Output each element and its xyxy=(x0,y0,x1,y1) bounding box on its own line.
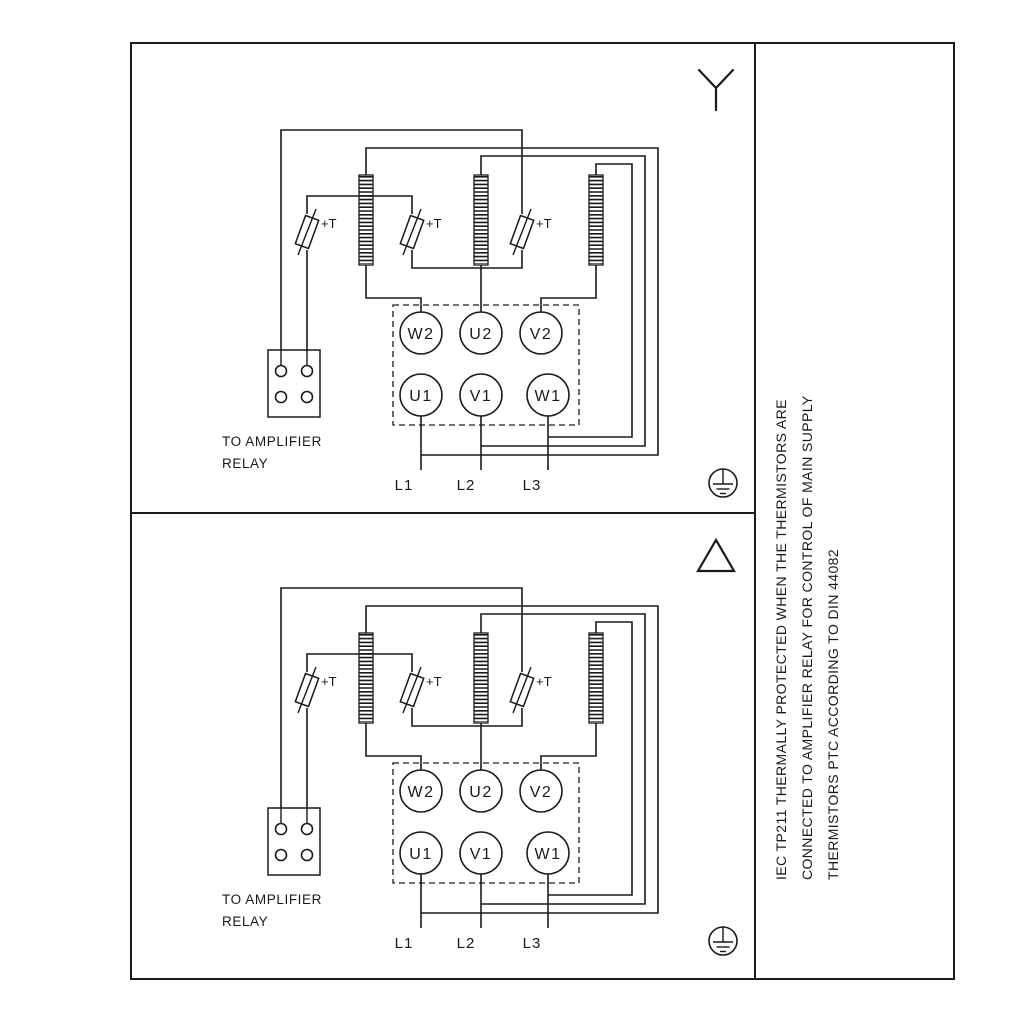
sidebar-note-line-2: CONNECTED TO AMPLIFIER RELAY FOR CONTROL… xyxy=(799,395,815,880)
delta-connection-icon xyxy=(696,537,736,573)
supply-label-l3: L3 xyxy=(523,935,542,952)
delta-panel-labels: W2 U2 V2 U1 V1 W1 +T +T +T L1 L2 L3 TO A… xyxy=(222,674,562,952)
supply-label-l2: L2 xyxy=(457,477,476,494)
terminal-label-u2: U2 xyxy=(469,326,492,343)
terminal-label-v2: V2 xyxy=(530,326,553,343)
sidebar-note-line-1: IEC TP211 THERMALLY PROTECTED WHEN THE T… xyxy=(773,399,789,880)
star-connection-icon xyxy=(697,68,735,112)
thermistor-label: +T xyxy=(321,216,337,231)
amplifier-note: TO AMPLIFIER xyxy=(222,892,322,907)
terminal-label-w1: W1 xyxy=(535,388,562,405)
thermistor-label: +T xyxy=(426,674,442,689)
thermistor-label: +T xyxy=(321,674,337,689)
supply-label-l1: L1 xyxy=(395,477,414,494)
thermistor-label: +T xyxy=(536,216,552,231)
sidebar-note-line-3: THERMISTORS PTC ACCORDING TO DIN 44082 xyxy=(825,549,841,880)
thermistor-label: +T xyxy=(426,216,442,231)
terminal-label-v1: V1 xyxy=(470,388,493,405)
terminal-label-v1: V1 xyxy=(470,846,493,863)
star-panel-labels: W2 U2 V2 U1 V1 W1 +T +T +T L1 L2 L3 TO A… xyxy=(222,216,562,494)
terminal-label-w1: W1 xyxy=(535,846,562,863)
diagram-frame xyxy=(130,42,955,980)
thermistor-label: +T xyxy=(536,674,552,689)
amplifier-note: RELAY xyxy=(222,456,268,471)
amplifier-note: TO AMPLIFIER xyxy=(222,434,322,449)
terminal-label-w2: W2 xyxy=(408,326,435,343)
sidebar-note: IEC TP211 THERMALLY PROTECTED WHEN THE T… xyxy=(773,395,841,880)
delta-panel-graphics xyxy=(268,588,737,955)
terminal-label-w2: W2 xyxy=(408,784,435,801)
terminal-label-v2: V2 xyxy=(530,784,553,801)
supply-label-l2: L2 xyxy=(457,935,476,952)
terminal-label-u1: U1 xyxy=(409,846,432,863)
terminal-label-u2: U2 xyxy=(469,784,492,801)
supply-label-l1: L1 xyxy=(395,935,414,952)
star-panel-graphics xyxy=(268,130,737,497)
supply-label-l3: L3 xyxy=(523,477,542,494)
terminal-label-u1: U1 xyxy=(409,388,432,405)
amplifier-note: RELAY xyxy=(222,914,268,929)
